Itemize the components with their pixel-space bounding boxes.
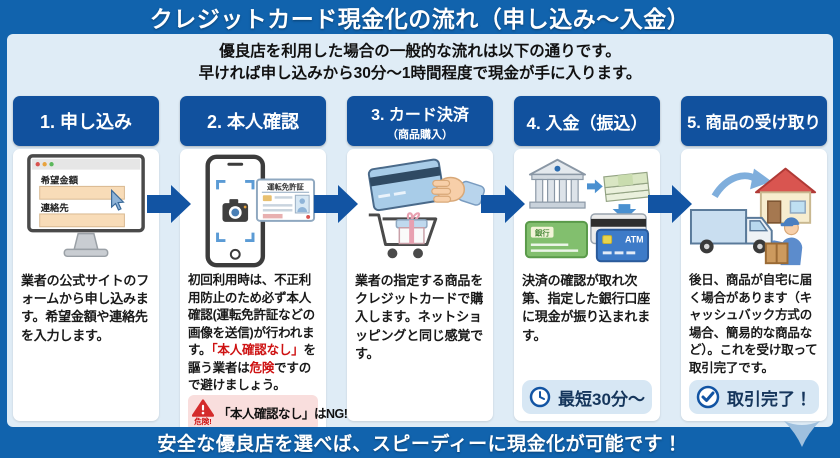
- flow-arrow-icon-1: [147, 185, 191, 223]
- page-title: クレジットカード現金化の流れ（申し込み〜入金）: [149, 6, 691, 32]
- step-3-header: 3. カード決済 （商品購入）: [347, 96, 493, 146]
- card-cart-icon: [367, 158, 485, 259]
- phone-license-icon: 運転免許証: [205, 154, 316, 268]
- content-panel: 優良店を利用した場合の一般的な流れは以下の通りです。 早ければ申し込みから30分…: [7, 34, 833, 438]
- step-4-description: 決済の確認が取れ次第、指定した銀行口座に現金が振り込まれます。: [522, 273, 651, 343]
- step-1-description: 業者の公式サイトのフォームから申し込みます。希望金額や連絡先を入力します。: [21, 273, 150, 343]
- step-2-header: 2. 本人確認: [180, 96, 326, 146]
- form-field-2-label: 連絡先: [41, 202, 70, 213]
- step-2-desc-part3: ですので避けましょう。: [188, 360, 312, 393]
- step-4-illustration: 銀行 ATM: [522, 152, 652, 270]
- license-title: 運転免許証: [267, 182, 305, 191]
- step-3-illustration: [355, 152, 485, 270]
- step-1-label: 1. 申し込み: [39, 112, 132, 132]
- clock-icon: [529, 386, 551, 408]
- step-2-desc-red1: 「本人確認なし」: [211, 343, 304, 357]
- step-5-description: 後日、商品が自宅に届く場合があります（キャッシュバック方式の場合、簡易的な商品な…: [689, 273, 818, 375]
- flow-arrow-icon-4: [648, 185, 692, 223]
- step-2-card: 運転免許証 初回利用時は、不正利: [180, 149, 348, 438]
- step-3-sublabel: （商品購入）: [387, 128, 453, 141]
- step-2-identity-check: 2. 本人確認: [180, 96, 348, 438]
- warning-text: 「本人確認なし」はNG!: [218, 407, 348, 421]
- step-2-desc-part2: を謳う業者は: [188, 343, 316, 375]
- bank-money-icon: 銀行 ATM: [524, 158, 651, 263]
- step-5-illustration: [689, 152, 819, 270]
- warning-caption: 危険!: [194, 416, 212, 426]
- delivery-house-icon: [689, 167, 817, 266]
- step-2-desc-red2: 危険: [249, 360, 275, 375]
- cart-icon: [368, 213, 438, 246]
- form-field-1-label: 希望金額: [41, 174, 79, 185]
- step-5-header: 5. 商品の受け取り: [681, 96, 827, 146]
- step-3-card: 業者の指定する商品をクレジットカードで購入します。ネットショッピングと同じ感覚で…: [347, 149, 493, 421]
- step-1-card: 希望金額 連絡先 業者の公式サイトのフォームから申し込みます。希望金額や連絡先を…: [13, 149, 159, 421]
- step-5-label: 5. 商品の受け取り: [687, 114, 821, 132]
- step-3-card-payment: 3. カード決済 （商品購入）: [347, 96, 493, 421]
- step-1-illustration: 希望金額 連絡先: [21, 152, 151, 270]
- down-arrow-icon: [784, 421, 820, 447]
- step-5-card: 後日、商品が自宅に届く場合があります（キャッシュバック方式の場合、簡易的な商品な…: [681, 149, 827, 421]
- check-circle-icon: [696, 385, 720, 409]
- complete-badge-label: 取引完了！: [727, 389, 812, 409]
- cursor-icon: [111, 188, 125, 211]
- step-2-label: 2. 本人確認: [206, 112, 299, 132]
- intro-line-2: 早ければ申し込みから30分〜1時間程度で現金が手に入ります。: [198, 65, 642, 83]
- atm-card-label: ATM: [625, 235, 644, 245]
- intro-line-1: 優良店を利用した場合の一般的な流れは以下の通りです。: [219, 43, 621, 60]
- time-badge: 最短30分〜: [522, 380, 652, 414]
- warning-icon-group: 危険!: [192, 398, 214, 427]
- footer-banner: 安全な優良店を選べば、スピーディーに現金化が可能です！: [0, 427, 840, 458]
- step-3-label: 3. カード決済: [371, 106, 469, 124]
- step-3-description: 業者の指定する商品をクレジットカードで購入します。ネットショッピングと同じ感覚で…: [355, 273, 484, 361]
- step-2-description: 初回利用時は、不正利用防止のため必ず本人確認(運転免許証などの画像を送信)が行わ…: [188, 272, 318, 395]
- flow-arrow-icon-3: [481, 185, 525, 223]
- step-1-application: 1. 申し込み 希望金額 連絡先: [13, 96, 159, 421]
- intro-text: 優良店を利用した場合の一般的な流れは以下の通りです。 早ければ申し込みから30分…: [7, 41, 833, 86]
- complete-badge: 取引完了！: [689, 380, 819, 414]
- steps-row: 1. 申し込み 希望金額 連絡先: [13, 96, 827, 438]
- monitor-form-icon: 希望金額 連絡先: [27, 154, 145, 258]
- step-5-receive-goods: 5. 商品の受け取り: [681, 96, 827, 421]
- step-4-card: 銀行 ATM 決済の確認が取れ次第: [514, 149, 660, 421]
- arrow-right-icon: [587, 179, 603, 194]
- step-2-desc-part1: 初回利用時は、不正利用防止のため必ず本人確認(運転免許証などの画像を送信)が行わ…: [188, 273, 315, 357]
- warning-triangle-icon: [192, 398, 214, 417]
- step-4-deposit: 4. 入金（振込）: [514, 96, 660, 421]
- warning-banner: 危険! 「本人確認なし」はNG!: [188, 394, 348, 431]
- step-4-label: 4. 入金（振込）: [526, 113, 648, 133]
- camera-icon: [216, 179, 255, 243]
- step-4-header: 4. 入金（振込）: [514, 96, 660, 146]
- step-1-header: 1. 申し込み: [13, 96, 159, 146]
- bankbook-label: 銀行: [534, 229, 550, 238]
- time-badge-label: 最短30分〜: [558, 389, 645, 409]
- step-2-illustration: 運転免許証: [188, 152, 318, 270]
- flow-arrow-icon-2: [314, 185, 358, 223]
